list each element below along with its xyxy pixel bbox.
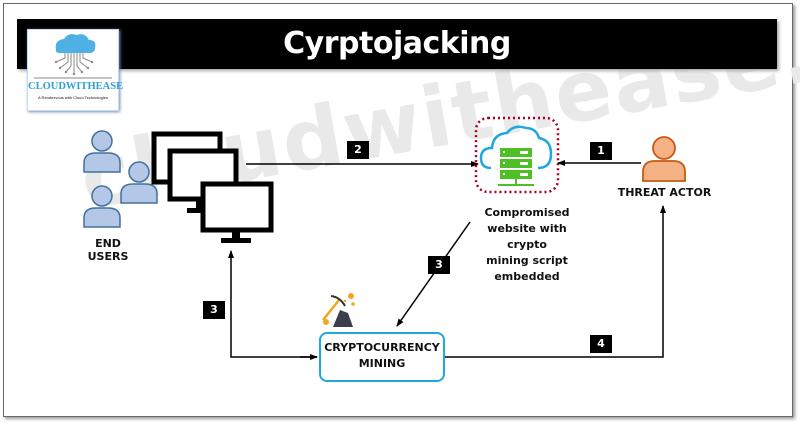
cryptocurrency-mining-box: CRYPTOCURRENCY MINING (319, 332, 445, 382)
step-badge-3-users: 3 (203, 301, 225, 319)
compromised-site-border (474, 116, 560, 194)
user-icon (83, 130, 121, 173)
arrow-step-3-to-mining (396, 221, 471, 327)
page-title: Cyrptojacking (283, 26, 511, 61)
mining-label: CRYPTOCURRENCY MINING (321, 340, 443, 372)
user-icon (83, 185, 121, 228)
step-badge-4: 4 (590, 335, 612, 353)
logo-name: CLOUDWITHEASE (28, 81, 124, 92)
mining-line: CRYPTOCURRENCY (324, 341, 440, 354)
compromised-line: mining script (486, 254, 568, 267)
cloud-circuit-icon (34, 34, 112, 79)
threat-actor-icon (642, 136, 686, 182)
step-badge-2: 2 (347, 141, 369, 159)
pickaxe-coins-icon (322, 293, 355, 327)
end-users-label: END USERS (87, 237, 129, 263)
logo: CLOUDWITHEASE A Rendezvous with Cloud Te… (27, 29, 124, 111)
step-badge-1: 1 (590, 142, 612, 160)
compromised-line: embedded (494, 270, 560, 283)
monitor-icon (200, 181, 274, 243)
mining-line: MINING (358, 357, 406, 370)
threat-actor-label: THREAT ACTOR (617, 186, 712, 199)
compromised-site-label: Compromised website with crypto mining s… (472, 205, 582, 285)
arrow-step-4 (443, 205, 666, 358)
cloud-server-icon (479, 125, 553, 186)
user-icon (120, 161, 158, 204)
compromised-line: Compromised (484, 206, 570, 219)
step-badge-3-site: 3 (428, 256, 450, 274)
title-bar: Cyrptojacking (17, 19, 777, 69)
arrow-step-3-to-users (228, 250, 317, 358)
compromised-line: website with crypto (487, 222, 567, 251)
logo-tagline: A Rendezvous with Cloud Technologies (38, 95, 108, 100)
